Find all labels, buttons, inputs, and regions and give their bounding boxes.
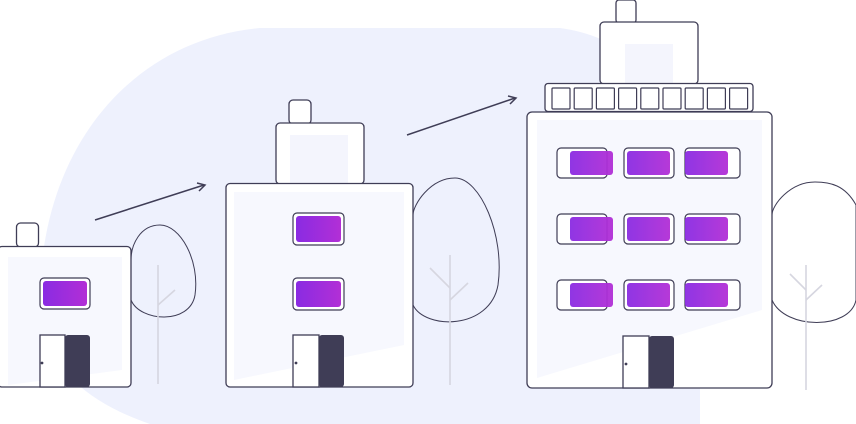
door-open-half bbox=[65, 335, 90, 387]
arrow-head-2 bbox=[507, 95, 518, 105]
parapet-block bbox=[595, 87, 616, 110]
window-glass bbox=[627, 217, 670, 241]
window-glass bbox=[570, 151, 613, 175]
tree-medium bbox=[412, 177, 500, 385]
parapet-block bbox=[706, 87, 727, 110]
window-glass bbox=[685, 217, 728, 241]
door-knob bbox=[40, 361, 44, 365]
window-glass bbox=[685, 151, 728, 175]
parapet-block bbox=[728, 87, 749, 110]
parapet-block bbox=[573, 87, 593, 110]
tree-small bbox=[130, 224, 197, 384]
growth-arrow-1 bbox=[94, 184, 205, 221]
small-building bbox=[0, 222, 132, 388]
door bbox=[292, 334, 320, 388]
window-glass bbox=[685, 283, 728, 307]
large-building bbox=[526, 0, 773, 389]
arrow-head-1 bbox=[196, 182, 207, 192]
growth-arrow-2 bbox=[406, 97, 516, 136]
parapet-block bbox=[640, 87, 660, 110]
door bbox=[39, 334, 66, 388]
window-glass bbox=[627, 151, 670, 175]
medium-building bbox=[225, 99, 414, 388]
tree-large bbox=[771, 181, 856, 390]
window-glass bbox=[570, 217, 613, 241]
parapet-block bbox=[662, 87, 682, 110]
door bbox=[622, 335, 650, 389]
parapet-block bbox=[551, 87, 571, 110]
parapet-block bbox=[684, 87, 704, 110]
parapet-block bbox=[617, 87, 638, 110]
window-glass bbox=[43, 281, 87, 306]
window-glass bbox=[570, 283, 613, 307]
window-glass bbox=[627, 283, 670, 307]
